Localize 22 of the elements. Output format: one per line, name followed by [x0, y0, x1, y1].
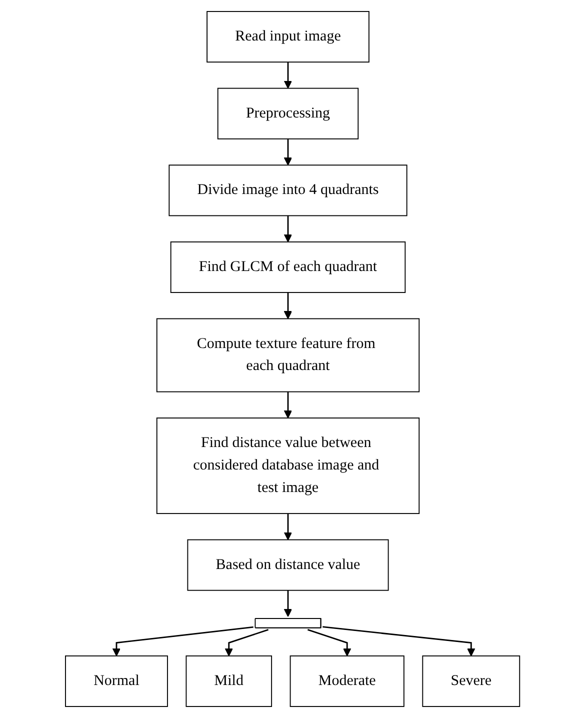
node-box: Find GLCM of each quadrant	[170, 240, 406, 292]
arrow	[284, 215, 293, 242]
arrow	[284, 138, 293, 165]
arrow	[284, 513, 293, 540]
node-box: Preprocessing	[218, 87, 360, 139]
arrow	[308, 628, 352, 656]
node-box: Moderate	[290, 654, 405, 706]
node-box: Normal	[65, 654, 168, 706]
node-box: Read input image	[207, 10, 370, 62]
arrow	[284, 62, 293, 88]
node-box: Severe	[422, 654, 521, 706]
arrow	[112, 626, 254, 656]
node-box: Find distance value between considered database image and test image	[156, 417, 420, 514]
node-box: Based on distance value	[188, 538, 390, 590]
arrow	[323, 626, 476, 656]
node-box: Mild	[186, 654, 272, 706]
arrow	[284, 391, 293, 418]
arrow	[284, 590, 293, 616]
arrow	[284, 292, 293, 319]
node-box: Compute texture feature from each quadrant	[156, 318, 420, 392]
node-box: Divide image into 4 quadrants	[169, 164, 408, 216]
arrow	[225, 628, 269, 656]
